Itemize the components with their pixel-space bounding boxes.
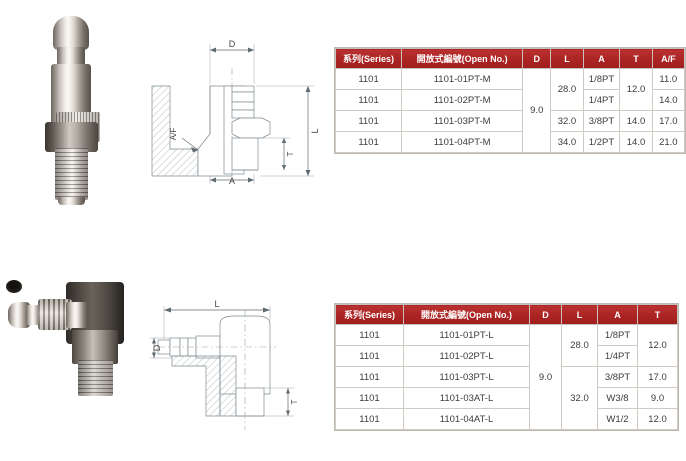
header-t: T (619, 48, 653, 69)
cell-series: 1101 (335, 345, 404, 367)
table-header-row: 系列(Series) 開放式編號(Open No.) D L A T A/F (334, 48, 686, 69)
table-row: 1101 1101-02PT-L 1/4PT (335, 345, 678, 367)
cell-af: 11.0 (651, 68, 686, 90)
cell-t: 14.0 (619, 131, 653, 153)
straight-plug-photo (28, 14, 114, 205)
cell-a: 1/8PT (582, 68, 621, 90)
table-row: 1101 1101-03AT-L W3/8 9.0 (335, 387, 678, 409)
elbow-nose (8, 302, 30, 328)
header-series: 系列(Series) (334, 48, 403, 69)
cell-open-no: 1101-01PT-M (401, 68, 524, 90)
elbow-arm (66, 302, 88, 328)
cell-a: 1/4PT (582, 89, 621, 111)
cell-a: 1/8PT (597, 324, 638, 346)
cell-open-no: 1101-04AT-L (403, 408, 530, 430)
cell-a: W3/8 (597, 387, 638, 409)
elbow-spec-table: 系列(Series) 開放式編號(Open No.) D L A T 1101 … (335, 304, 678, 430)
header-open-no: 開放式編號(Open No.) (403, 304, 530, 325)
header-a: A (597, 304, 638, 325)
elbow-spec-table-container: 系列(Series) 開放式編號(Open No.) D L A T 1101 … (334, 303, 679, 431)
cell-d: 9.0 (529, 324, 562, 430)
cell-af: 17.0 (651, 110, 686, 132)
cell-af: 21.0 (651, 131, 686, 153)
cell-l: 28.0 (561, 324, 598, 367)
plug-male-thread (55, 148, 88, 200)
header-d: D (522, 48, 552, 69)
cell-open-no: 1101-02PT-M (401, 89, 524, 111)
elbow-plug-photo (6, 280, 128, 398)
cell-open-no: 1101-03AT-L (403, 387, 530, 409)
cell-t: 12.0 (619, 68, 653, 111)
straight-spec-table-container: 系列(Series) 開放式編號(Open No.) D L A T A/F 1… (334, 47, 686, 154)
plug-hex-nut (45, 122, 98, 152)
elbow-bore-hole (6, 280, 22, 293)
dim-label-af: A/F (169, 128, 178, 141)
cell-a: 3/8PT (597, 366, 638, 388)
elbow-plug-render (6, 280, 128, 398)
straight-plug-cross-section-drawing: D L T A A/F (136, 34, 326, 184)
cell-a: 3/8PT (582, 110, 621, 132)
header-af: A/F (651, 48, 686, 69)
table-row: 1101 1101-04AT-L W1/2 12.0 (335, 408, 678, 430)
cell-series: 1101 (335, 324, 404, 346)
table-row: 1101 1101-03PT-M 32.0 3/8PT 14.0 17.0 (334, 110, 686, 132)
cell-open-no: 1101-02PT-L (403, 345, 530, 367)
header-series: 系列(Series) (335, 304, 404, 325)
cell-open-no: 1101-03PT-M (401, 110, 524, 132)
table-row: 1101 1101-03PT-L 32.0 3/8PT 17.0 (335, 366, 678, 430)
cell-series: 1101 (335, 408, 404, 430)
elbow-hex-nut (72, 330, 118, 364)
cell-a: 1/2PT (582, 131, 621, 153)
cell-a: W1/2 (597, 408, 638, 430)
cell-t: 17.0 (637, 366, 678, 388)
table-row: 1101 1101-01PT-M 9.0 28.0 1/8PT 12.0 11.… (334, 68, 686, 153)
header-a: A (582, 48, 621, 69)
plug-thread-tip (58, 197, 85, 205)
header-l: L (561, 304, 598, 325)
elbow-plug-cross-section-drawing: L D T (150, 298, 330, 433)
cell-series: 1101 (335, 387, 404, 409)
plug-neck (57, 47, 85, 67)
header-t: T (637, 304, 678, 325)
cell-l: 34.0 (550, 131, 584, 153)
header-d: D (529, 304, 562, 325)
cell-l: 28.0 (550, 68, 584, 111)
cell-series: 1101 (334, 110, 403, 132)
straight-plug-render (28, 14, 114, 205)
dim-label-d: D (229, 39, 236, 49)
cell-open-no: 1101-03PT-L (403, 366, 530, 388)
cell-series: 1101 (334, 68, 403, 90)
cell-af: 14.0 (651, 89, 686, 111)
cell-a: 1/4PT (597, 345, 638, 367)
straight-spec-table: 系列(Series) 開放式編號(Open No.) D L A T A/F 1… (334, 48, 686, 153)
cell-series: 1101 (335, 366, 404, 388)
cell-l: 32.0 (550, 110, 584, 132)
cell-series: 1101 (334, 131, 403, 153)
cell-t: 12.0 (637, 408, 678, 430)
dim-label-t: T (286, 151, 295, 156)
cell-series: 1101 (334, 89, 403, 111)
table-row: 1101 1101-02PT-M 1/4PT 14.0 (334, 89, 686, 111)
cell-l: 32.0 (561, 366, 598, 430)
header-l: L (550, 48, 584, 69)
cell-t: 14.0 (619, 110, 653, 132)
dim-label-l: L (310, 128, 320, 133)
dim-label-l: L (214, 299, 219, 309)
cell-t: 9.0 (637, 387, 678, 409)
cell-open-no: 1101-01PT-L (403, 324, 530, 346)
plug-nose (53, 16, 89, 50)
dim-label-d: D (152, 344, 162, 351)
cell-t: 12.0 (637, 324, 678, 367)
dim-label-a: A (229, 176, 235, 184)
table-row: 1101 1101-01PT-L 9.0 28.0 1/8PT 12.0 (335, 324, 678, 430)
elbow-male-thread (78, 360, 113, 396)
table-row: 1101 1101-04PT-M 34.0 1/2PT 14.0 21.0 (334, 131, 686, 153)
header-open-no: 開放式編號(Open No.) (401, 48, 524, 69)
table-header-row: 系列(Series) 開放式編號(Open No.) D L A T (335, 304, 678, 325)
cell-open-no: 1101-04PT-M (401, 131, 524, 153)
cell-d: 9.0 (522, 68, 552, 153)
dim-label-t: T (290, 399, 299, 404)
